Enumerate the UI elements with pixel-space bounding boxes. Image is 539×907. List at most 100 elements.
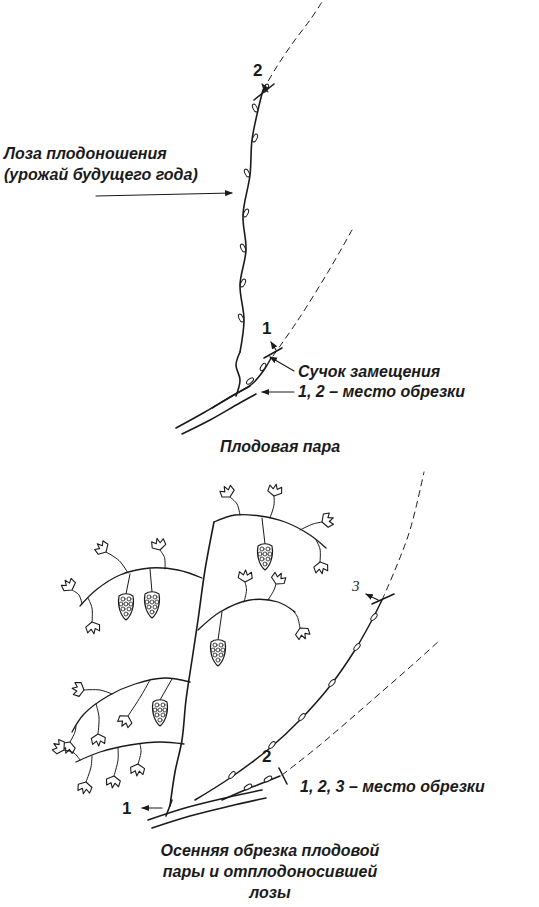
cut-mark (166, 800, 172, 816)
leaf (267, 483, 283, 497)
bud (239, 243, 246, 252)
leaf-stem (316, 540, 320, 562)
leaf (218, 483, 236, 500)
bud (353, 642, 361, 651)
lateral-shoot (72, 678, 190, 732)
cut-pointer (262, 84, 268, 92)
grape-stem (150, 569, 152, 592)
bud (242, 208, 249, 217)
callout-number: 3 (352, 578, 360, 594)
leaf (92, 539, 110, 557)
fruit-cane-base (236, 352, 240, 396)
leaf (50, 738, 68, 756)
lateral-shoot (214, 515, 326, 548)
grape-stem (160, 679, 172, 700)
callout-number: 1 (262, 320, 271, 338)
leaf-stem (70, 726, 76, 742)
old-wood (152, 798, 266, 828)
leaf-stem (290, 608, 300, 628)
leaf-stem (138, 744, 141, 764)
grape-stem (126, 574, 130, 594)
lateral-shoot (80, 568, 202, 606)
leaf (270, 570, 288, 587)
fruited-cane (170, 522, 214, 806)
leaf-stem (128, 680, 150, 716)
leaf (105, 775, 121, 789)
cane-continuation (382, 472, 424, 600)
leaf-stem (84, 690, 112, 694)
leader-arrow (270, 357, 294, 371)
bud (259, 362, 267, 371)
cut-mark (264, 348, 282, 358)
bud (228, 770, 236, 779)
leaf-stem (244, 582, 247, 602)
old-wood (182, 394, 256, 434)
spur-continuation (282, 640, 440, 775)
callout-number: 2 (253, 62, 262, 80)
leader-arrow (96, 193, 232, 196)
leaf (59, 576, 77, 594)
leaf (130, 763, 145, 776)
leaf (116, 712, 134, 730)
leader-arrow (262, 391, 294, 392)
leaf-stem (88, 598, 92, 622)
leaf-stem (230, 497, 240, 515)
bud (298, 712, 306, 721)
leaf-stem (64, 750, 80, 760)
part-label: Сучок замещения (298, 361, 440, 382)
grape-cluster (118, 594, 133, 620)
fruiting-cane (240, 90, 263, 352)
replacement-spur (222, 776, 280, 800)
replacement-spur (212, 358, 271, 408)
bud (237, 313, 244, 322)
cut-mark (254, 84, 274, 100)
bud (243, 168, 250, 177)
new-fruiting-cane (195, 600, 382, 800)
leaf (71, 681, 85, 697)
leaf (76, 780, 92, 795)
note: 1, 2 – место обрезки (298, 381, 465, 402)
leaf-stem (300, 522, 322, 530)
cut-pointer (271, 342, 276, 350)
leaf-stem (72, 590, 82, 604)
bud (245, 377, 254, 385)
grape-cluster (257, 544, 272, 570)
part-label: Лоза плодоношения (урожай будущего года) (4, 143, 209, 185)
cut-pointer (366, 594, 378, 600)
leaf-stem (96, 704, 99, 734)
grape-stem (262, 518, 265, 544)
grape-cluster (152, 700, 167, 726)
leaf (150, 537, 167, 552)
cut-pointer (142, 807, 162, 808)
leaf (91, 734, 106, 747)
leaf-stem (106, 552, 128, 573)
leaf-stem (160, 550, 165, 569)
leaf (320, 511, 336, 528)
spur-continuation (273, 230, 352, 356)
figure-caption: Осенняя обрезка плодовой пары и отплодон… (145, 840, 395, 903)
grape-stem (218, 612, 222, 640)
bud (328, 678, 336, 687)
callout-number: 1 (122, 800, 131, 818)
bud (370, 612, 378, 621)
leaf-stem (270, 496, 274, 518)
leaf (85, 621, 101, 635)
bud (251, 133, 258, 142)
bud (251, 103, 258, 112)
grape-cluster (144, 592, 159, 618)
bud (263, 775, 272, 783)
leaf (313, 561, 329, 575)
cane-continuation (263, 2, 322, 90)
leaf (238, 570, 253, 583)
bud (239, 278, 246, 287)
cut-mark (279, 768, 287, 784)
leaf-stem (114, 748, 118, 776)
note: 1, 2, 3 – место обрезки (300, 776, 485, 797)
leaf (294, 625, 312, 642)
grape-cluster (210, 640, 225, 666)
lateral-shoot (198, 599, 295, 630)
figure-caption: Плодовая пара (150, 436, 410, 457)
callout-number: 2 (262, 748, 271, 766)
bud (243, 783, 252, 791)
leaf-stem (268, 584, 276, 600)
